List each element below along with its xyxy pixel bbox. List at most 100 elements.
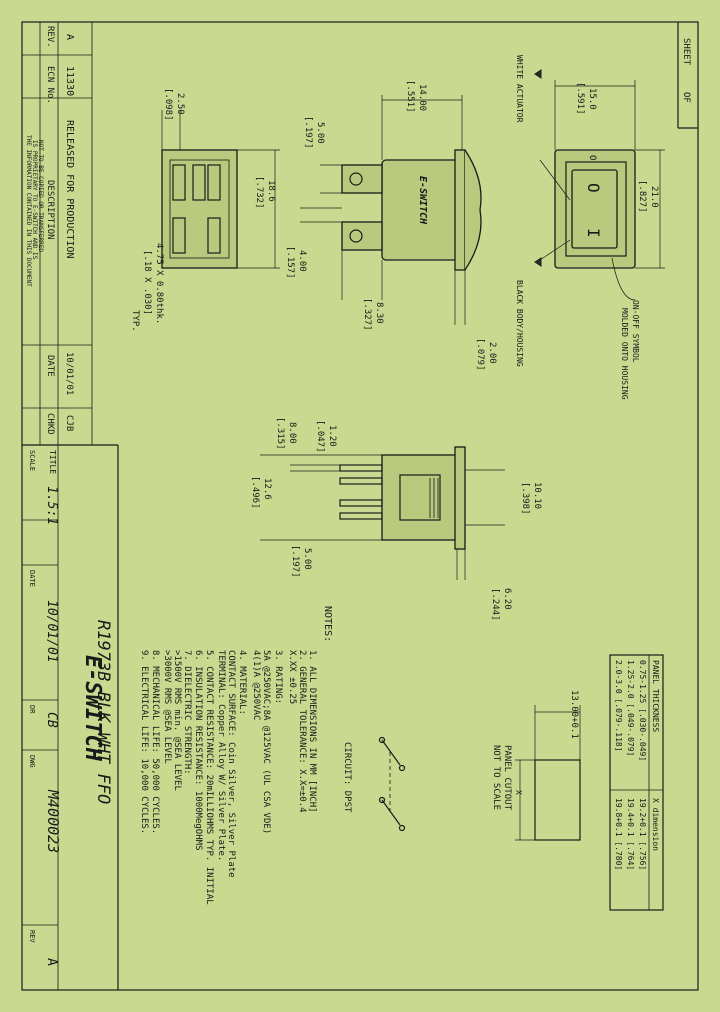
rev-value: A [64, 34, 75, 40]
sheet-corner: SHEET OF [677, 22, 698, 129]
scale-value: 1.5:1 [44, 486, 59, 525]
sheet-label: SHEET [681, 38, 691, 66]
notes-heading: NOTES: [322, 606, 333, 642]
dim-15-in: [.591] [575, 82, 585, 115]
dim-620: 6.20 [502, 588, 512, 610]
housing-flange [454, 149, 466, 271]
terminal-slot-5 [207, 217, 221, 254]
table-header-1: PANEL THICKNESS [651, 660, 660, 732]
terminal-size-2: [.18 X .030] [142, 250, 152, 315]
chkd-value: CJB [64, 415, 74, 431]
note-line-5: 5A @250VAC;8A @125VAC (UL CSA VDE) [261, 650, 271, 834]
circuit-label: CIRCUIT: DPST [342, 742, 352, 813]
front-view: O O I 15.0 [.591] 21.0 [.827] WHITE ACTU… [515, 55, 665, 400]
rev-label: REV [28, 930, 36, 943]
on-symbol: O [587, 155, 597, 160]
note-line-7: 4. MATERIAL: [237, 650, 247, 715]
terminal-hole-bottom [349, 229, 363, 243]
circuit-diagram: CIRCUIT: DPST [342, 736, 406, 832]
dim-830: 8.30 [374, 302, 384, 324]
ecn-value: 11330 [64, 66, 75, 96]
pin-1 [339, 464, 383, 472]
ecn-header: ECN No. [45, 66, 55, 104]
side-view: E-SWITCH 14.00 [.551] 5.00 [.197] 4.00 [… [285, 80, 497, 371]
dim-21: 21.0 [649, 186, 659, 208]
on-off-symbol-label: ON-OFF SYMBOL [631, 300, 640, 363]
dim-250: 2.50 [175, 93, 185, 115]
rev-letter: A [44, 958, 59, 966]
actuator-outline [565, 161, 627, 257]
date-label: DATE [28, 570, 36, 587]
end-view: 1.20 [.047] 8.00 [.315] 12.6 [.496] 5.00… [250, 417, 542, 621]
note-line-12: 7. DIELECTRIC STRENGTH: [182, 650, 192, 775]
note-line-13: >1500V RMS min. @SEA LEVEL [172, 650, 182, 791]
table-row-3-a: 2.0-3.0 [.079-.118] [614, 660, 623, 752]
white-actuator-label: WHITE ACTUATOR [515, 55, 524, 123]
note-line-2: 2. GENERAL TOLERANCE: X.X=±0.4 [297, 650, 307, 813]
drawn-date: 10/01/01 [44, 600, 59, 663]
note-line-3: X.XX ±0.25 [287, 650, 297, 704]
body-logo: E-SWITCH [417, 176, 428, 225]
table-row-1-b: 19.2+0.1 [.756] [638, 798, 647, 870]
black-body-label: BLACK BODY/HOUSING [515, 280, 524, 367]
dim-2: 2.00 [487, 342, 497, 364]
dim-5b-in: [.197] [290, 545, 300, 578]
not-to-scale-label: NOT TO SCALE [491, 745, 501, 810]
base-outline [161, 149, 238, 269]
dim-x-label: X [514, 790, 523, 795]
rev-date-value: 10/01/01 [64, 352, 74, 395]
actuator-i: I [584, 228, 603, 238]
dim-830-in: [.327] [362, 298, 372, 331]
actuator-o: O [584, 183, 603, 193]
note-line-11: 6. INSULATION RESISTANCE: 1000MegOHMS [193, 650, 203, 850]
dim-126-in: [.496] [250, 476, 260, 509]
pin-3 [339, 499, 383, 507]
dim-186-in: [.732] [254, 176, 264, 209]
dim-1010-in: [.398] [520, 482, 530, 515]
table-row-2-b: 19.4+0.1 [.764] [626, 798, 635, 870]
dim-14-in: [.551] [405, 80, 415, 113]
revision-block: REV. ECN No. DESCRIPTION DATE CHKD A 113… [22, 22, 118, 446]
cutout-rect [534, 759, 581, 841]
dim-4: 4.00 [297, 250, 307, 272]
of-label: OF [681, 92, 691, 103]
description-value: RELEASED FOR PRODUCTION [64, 120, 75, 258]
chkd-header: CHKD [45, 413, 55, 435]
dim-250-in: [.098] [163, 88, 173, 121]
terminal-slot-4 [172, 217, 186, 254]
dim-21-in: [.827] [637, 180, 647, 213]
note-line-10: 5. CONTACT RESISTANCE: 20mILLIOHMS TYP. … [204, 650, 214, 905]
date-header: DATE [45, 355, 55, 377]
title-label: TITLE [48, 450, 57, 474]
table-row-2-a: 1.25-2.0 [.049-.079] [626, 660, 635, 756]
scale-label: SCALE [28, 450, 36, 471]
terminal-size-1: 4.75 X 0.80thk. [154, 243, 164, 324]
title-block: TITLE R1973B BLK WHT FFO SCALE 1.5:1 DAT… [22, 445, 119, 990]
terminal-hole-top [349, 172, 363, 186]
dim-120-in: [.047] [315, 420, 325, 453]
pin-4 [339, 512, 383, 520]
rev-header: REV. [45, 26, 55, 48]
dim-13: 13.00+0.1 [569, 690, 579, 739]
note-line-8: CONTACT SURFACE: Coin Silver, Silver Pla… [226, 650, 236, 878]
dim-8: 8.00 [287, 422, 297, 444]
notes: NOTES: 1. ALL DIMENSIONS IN MM [INCH] 2.… [139, 606, 333, 905]
description-header: DESCRIPTION [45, 180, 55, 240]
dim-15: 15.0 [587, 88, 597, 110]
note-line-15: 8. MECHANICAL LIFE: 50,000 CYCLES. [150, 650, 160, 834]
dim-5b: 5.00 [302, 548, 312, 570]
table-header-2: X dimension [651, 798, 660, 851]
dwg-number: M400023 [44, 789, 62, 853]
sheet-border [21, 21, 699, 991]
note-line-9: TERMINAL: Copper Alloy W/ Silver Plate. [216, 650, 226, 861]
dim-8-in: [.315] [275, 417, 285, 450]
note-line-14: >3000V RMS @SEA LEVEL [162, 650, 172, 764]
terminal-slot-3 [207, 164, 221, 201]
actuator-face [571, 169, 618, 249]
table-row-1-a: 0.75-1.25 [.030-.049] [638, 660, 647, 761]
arrow-marker-1 [534, 69, 542, 79]
proprietary-line-3: NOT TO BE COPIED OR TRANSFERRED [37, 140, 44, 252]
table-row-3-b: 19.8+0.1 [.780] [614, 798, 623, 870]
dwg-label: DWG [28, 755, 36, 768]
drawn-by: CB [44, 712, 59, 728]
